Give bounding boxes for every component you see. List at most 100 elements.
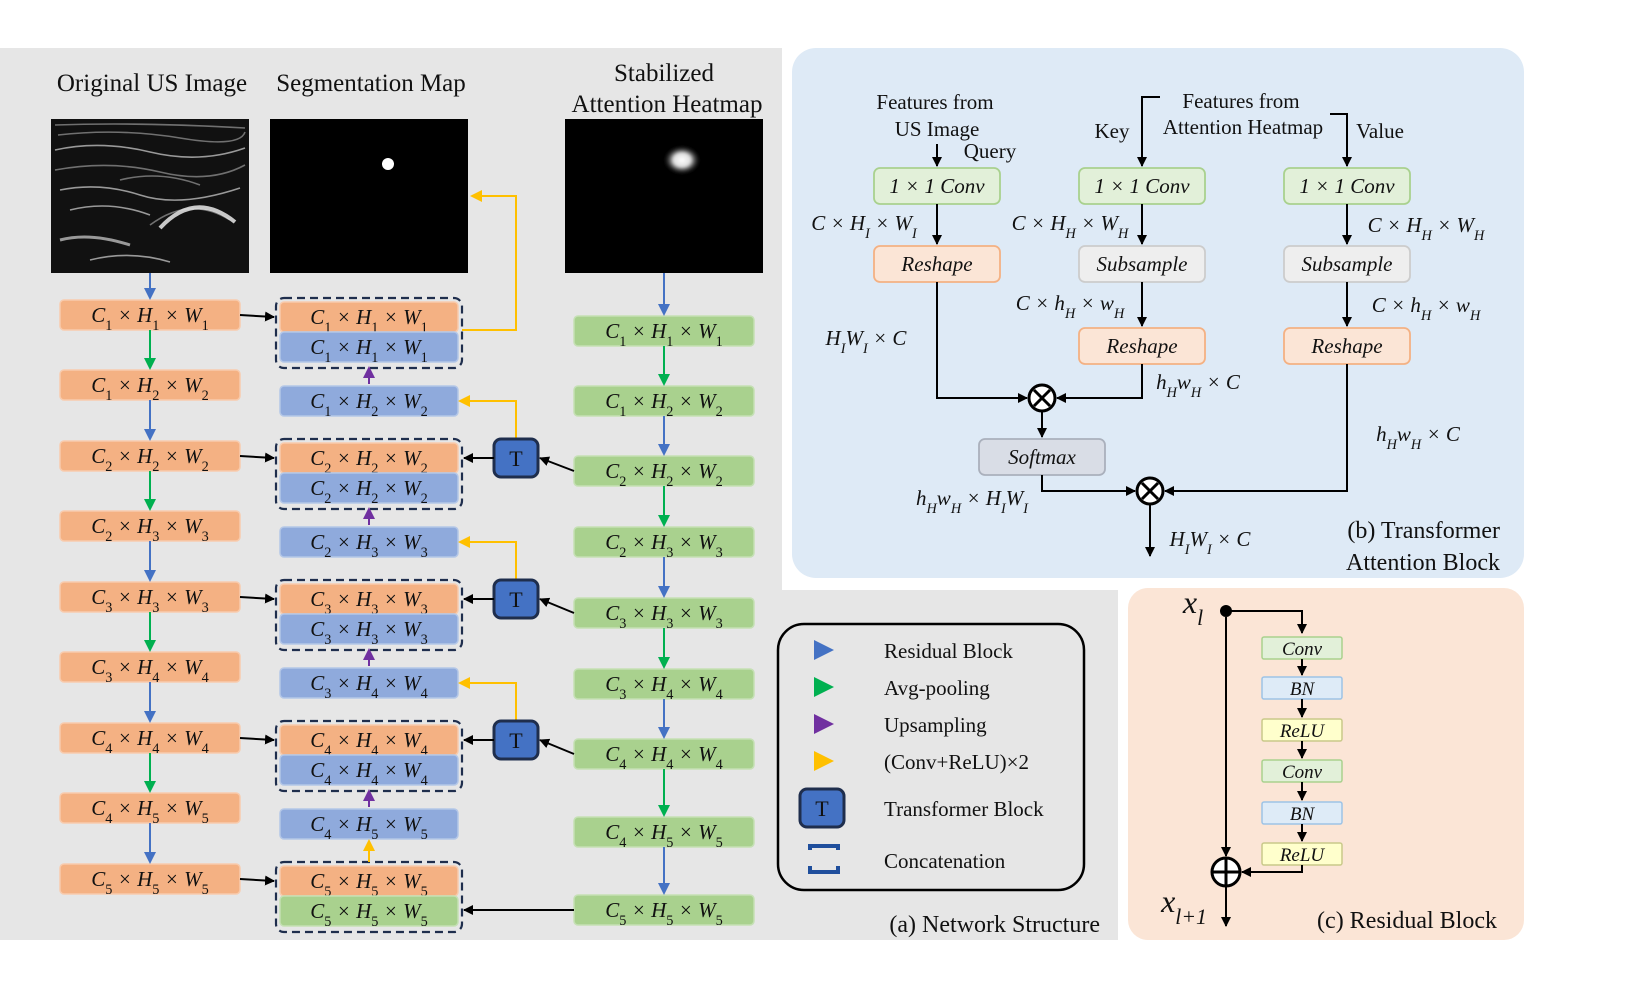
col-title-heatmap-line1: Stabilized [614, 60, 714, 87]
concatenation-2 [274, 437, 464, 511]
transformer-block-2-label: T [509, 587, 523, 612]
arrow-heat-to-t [539, 456, 575, 472]
residual-layer-6-label: ReLU [1279, 845, 1326, 866]
dim-out: HIWI × C [1169, 527, 1252, 558]
kv-source-line2: Attention Heatmap [1163, 115, 1323, 139]
legend-label-1: Residual Block [884, 639, 1013, 663]
arrow-residual-branch [1226, 610, 1307, 634]
arrow-conv-relu-to-seg [462, 190, 517, 331]
encoder-feature-5-label: C3 × H3 × W3 [91, 585, 208, 616]
transformer-block-1-label: T [509, 446, 523, 471]
concatenation-1 [274, 296, 464, 370]
reshape-key-label: Reshape [1105, 334, 1177, 358]
heatmap-blob [663, 145, 701, 175]
matmul-2-glyph [1140, 481, 1160, 501]
arrow-heat-to-t [539, 597, 575, 614]
concat-bottom-1 [279, 331, 459, 363]
encoder-feature-9-label: C5 × H5 × W5 [91, 867, 208, 898]
heat-feature-6-label: C3 × H4 × W4 [605, 672, 722, 703]
legend-label-6: Concatenation [884, 849, 1006, 873]
dim-v-after-sub: C × hH × wH [1372, 293, 1481, 324]
legend-transformer-marker-label: T [815, 796, 829, 821]
arrow-skip-3 [239, 593, 275, 604]
us-image-texture [57, 131, 246, 143]
arrow-heat-to-t [539, 738, 575, 755]
query-source-line1: Features from [876, 90, 993, 114]
arrow-v-to-mult [1164, 364, 1348, 496]
residual-input-label: xl [1182, 584, 1203, 630]
reshape-value-label: Reshape [1310, 334, 1382, 358]
conv-query-label: 1 × 1 Conv [889, 174, 985, 198]
arrow-branch-to-add [1241, 865, 1303, 877]
heat-feature-7-label: C4 × H4 × W4 [605, 742, 722, 773]
arrow-softmax-to-mult [1041, 475, 1136, 496]
dim-q-after-conv: C × HI × WI [811, 211, 918, 242]
legend-label-2: Avg-pooling [884, 676, 990, 700]
legend-label-4: (Conv+ReLU)×2 [884, 750, 1029, 774]
concat-top-1-label: C1 × H1 × W1 [310, 305, 427, 336]
concat-bottom-4-label: C4 × H4 × W4 [310, 758, 427, 789]
arrow-skip-5 [239, 875, 275, 886]
matmul-1-glyph [1032, 388, 1052, 408]
dim-k-after-sub: C × hH × wH [1016, 291, 1125, 322]
legend-label-3: Upsampling [884, 713, 987, 737]
panel-b-caption-line2: Attention Block [1346, 550, 1500, 576]
arrow-key-in [1137, 96, 1160, 167]
us-image-texture [119, 175, 201, 186]
legend-transformer-marker [798, 787, 846, 829]
panel-b-caption-line1: (b) Transformer [1347, 518, 1500, 544]
heat-feature-8-label: C4 × H5 × W5 [605, 820, 722, 851]
us-image-texture [69, 205, 151, 216]
dim-attn: hHwH × HIWI [916, 486, 1029, 517]
kv-source-line1: Features from [1182, 89, 1299, 113]
us-image-texture [54, 123, 246, 129]
softmax-label: Softmax [1008, 445, 1076, 469]
legend-marker-3 [814, 714, 834, 734]
concat-top-3-label: C3 × H3 × W3 [310, 587, 427, 618]
concatenation-3 [274, 578, 464, 652]
query-label: Query [964, 139, 1017, 163]
concat-bottom-5 [279, 895, 459, 927]
concat-top-5-label: C5 × H5 × W5 [310, 869, 427, 900]
arrow-value-in [1330, 113, 1352, 167]
decoder-feature-3-label: C3 × H4 × W4 [310, 671, 427, 702]
arrow-skip-2 [239, 452, 275, 463]
attention-heatmap [565, 119, 763, 273]
encoder-feature-7-label: C4 × H4 × W4 [91, 726, 208, 757]
arrow-skip-4 [239, 734, 275, 745]
decoder-feature-4-label: C4 × H5 × W5 [310, 812, 427, 843]
encoder-feature-8-label: C4 × H5 × W5 [91, 796, 208, 827]
encoder-feature-6-label: C3 × H4 × W4 [91, 655, 208, 686]
heat-feature-9-label: C5 × H5 × W5 [605, 898, 722, 929]
dim-k-reshaped: hHwH × C [1156, 370, 1241, 401]
conv-value-label: 1 × 1 Conv [1299, 174, 1395, 198]
subsample-key-label: Subsample [1097, 252, 1188, 276]
segmentation-map [270, 119, 468, 273]
encoder-feature-4-label: C2 × H3 × W3 [91, 514, 208, 545]
reshape-query-label: Reshape [900, 252, 972, 276]
dim-v-reshaped: hHwH × C [1376, 422, 1461, 453]
arrow-conv-relu [458, 536, 517, 579]
key-label: Key [1095, 119, 1130, 143]
us-image-texture [59, 186, 241, 201]
subsample-value-label: Subsample [1302, 252, 1393, 276]
heat-feature-2-label: C1 × H2 × W2 [605, 389, 722, 420]
us-image-texture [54, 144, 246, 158]
decoder-feature-1-label: C1 × H2 × W2 [310, 389, 427, 420]
arrow-q-to-mult [936, 282, 1028, 403]
legend-marker-4 [814, 751, 834, 771]
panel-a-caption: (a) Network Structure [889, 912, 1100, 938]
segmentation-dot [382, 158, 394, 170]
residual-layer-4-label: Conv [1282, 762, 1323, 783]
col-title-heatmap-line2: Attention Heatmap [572, 91, 763, 118]
decoder-feature-2-label: C2 × H3 × W3 [310, 530, 427, 561]
legend-concat-marker [808, 844, 840, 874]
legend-marker-1 [814, 640, 834, 660]
heat-feature-4-label: C2 × H3 × W3 [605, 530, 722, 561]
concat-bottom-2-label: C2 × H2 × W2 [310, 476, 427, 507]
transformer-block-3-label: T [509, 728, 523, 753]
encoder-feature-3-label: C2 × H2 × W2 [91, 444, 208, 475]
concat-bottom-2 [279, 472, 459, 504]
concat-bottom-3-label: C3 × H3 × W3 [310, 617, 427, 648]
encoder-feature-2-label: C1 × H2 × W2 [91, 373, 208, 404]
